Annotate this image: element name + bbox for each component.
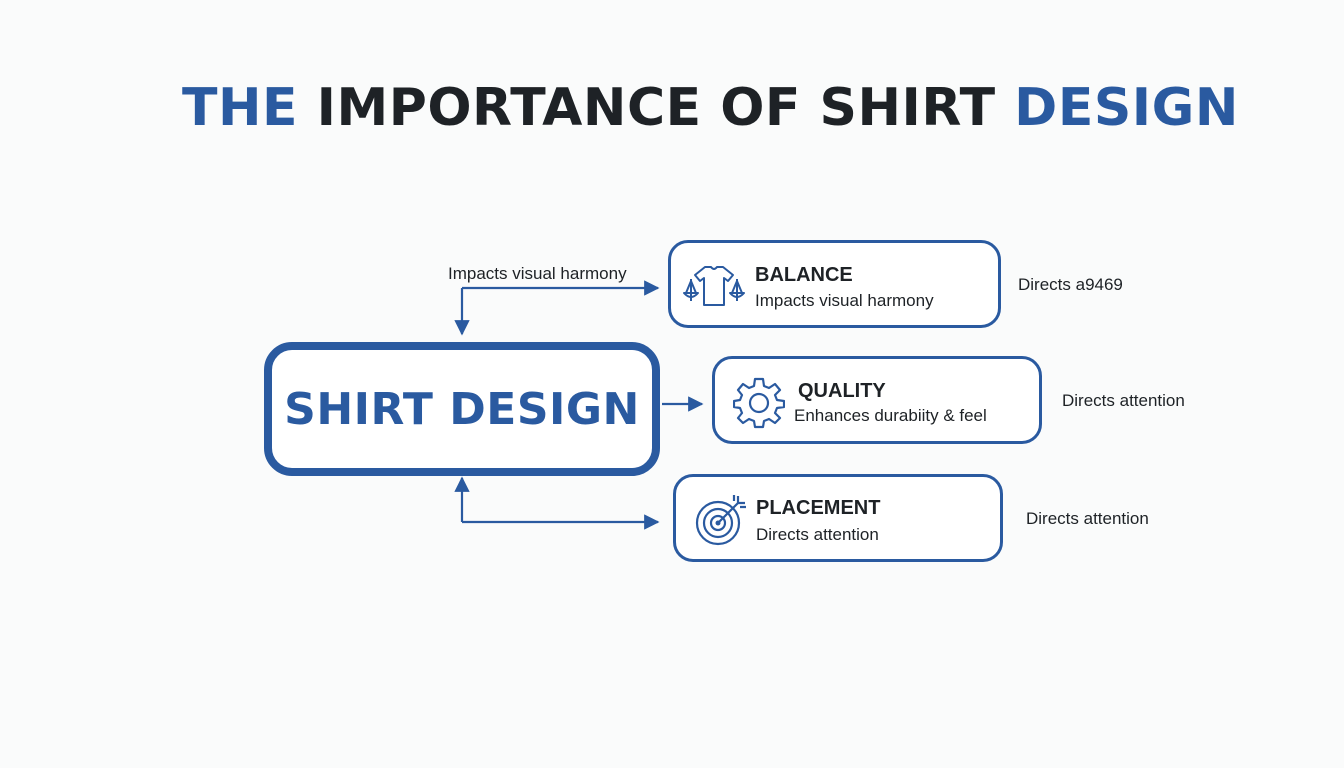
card-balance: BALANCE Impacts visual harmony [668,240,1001,328]
card-balance-description: Impacts visual harmony [755,291,934,310]
card-quality: QUALITY Enhances durabiity & feel [712,356,1042,444]
card-quality-description: Enhances durabiity & feel [794,406,987,425]
card-balance-title: BALANCE [755,264,853,286]
card-placement-description: Directs attention [756,525,879,544]
title-part-2: IMPORTANCE OF SHIRT [316,78,996,138]
gear-icon [733,377,785,429]
connector-label: Impacts visual harmony [448,264,627,283]
title-part-1: THE [182,78,299,138]
title-part-3: DESIGN [1014,78,1239,138]
center-node: SHIRT DESIGN [264,342,660,476]
shirt-with-scales-icon [683,266,745,306]
note-balance: Directs a9469 [1018,275,1123,294]
card-quality-title: QUALITY [798,380,886,402]
note-quality: Directs attention [1062,391,1185,410]
center-node-label: SHIRT DESIGN [284,383,640,435]
target-icon [695,495,746,546]
card-placement-title: PLACEMENT [756,497,881,519]
page-title: THE IMPORTANCE OF SHIRT DESIGN [182,82,1239,134]
card-placement: PLACEMENT Directs attention [673,474,1003,562]
note-placement: Directs attention [1026,509,1149,528]
